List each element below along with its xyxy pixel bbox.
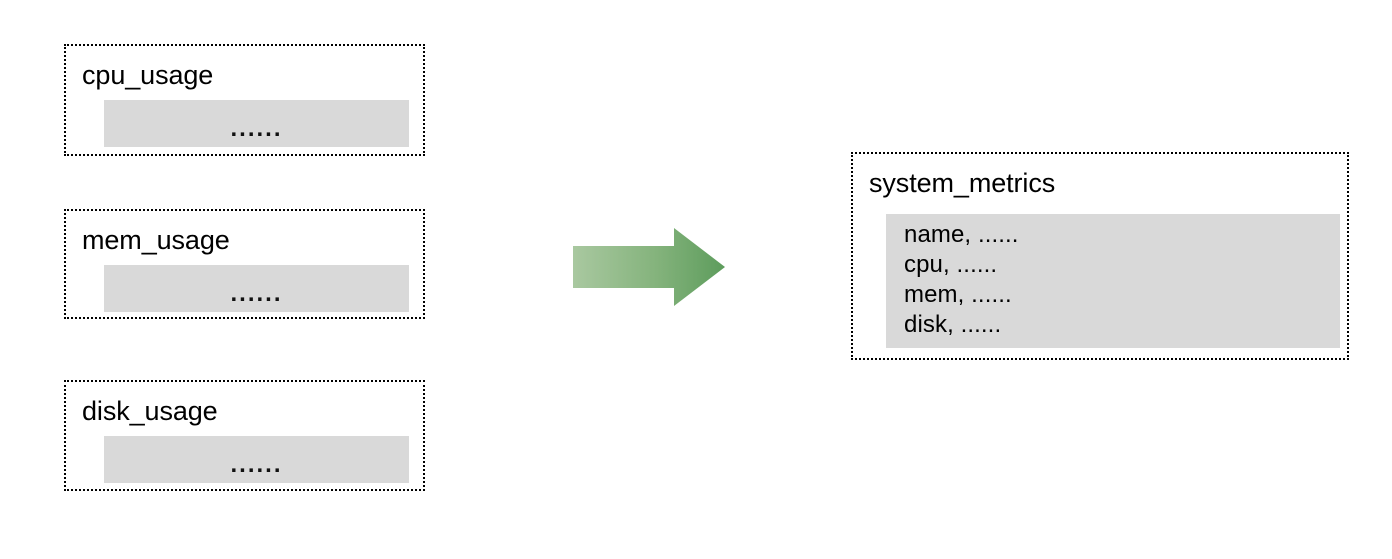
payload-ellipsis: ...... [230, 115, 283, 142]
payload-ellipsis: ...... [230, 451, 283, 478]
source-node-mem-usage[interactable]: mem_usage ...... [64, 209, 425, 319]
payload-ellipsis: ...... [230, 280, 283, 307]
merge-arrow-icon [573, 228, 725, 306]
target-node-system-metrics[interactable]: system_metrics name, ...... cpu, ...... … [851, 152, 1349, 360]
target-node-title: system_metrics [869, 168, 1056, 198]
target-field-row: cpu, ...... [904, 251, 998, 278]
source-node-title: disk_usage [82, 396, 218, 426]
source-node-disk-usage[interactable]: disk_usage ...... [64, 380, 425, 491]
target-field-row: name, ...... [904, 221, 1019, 248]
target-field-row: mem, ...... [904, 281, 1012, 308]
target-field-row: disk, ...... [904, 311, 1002, 338]
source-node-cpu-usage[interactable]: cpu_usage ...... [64, 44, 425, 156]
source-node-payload: ...... [104, 436, 409, 483]
source-node-title: mem_usage [82, 225, 230, 255]
source-node-payload: ...... [104, 265, 409, 312]
target-node-payload: name, ...... cpu, ...... mem, ...... dis… [886, 214, 1340, 348]
source-node-title: cpu_usage [82, 60, 214, 90]
source-node-payload: ...... [104, 100, 409, 147]
